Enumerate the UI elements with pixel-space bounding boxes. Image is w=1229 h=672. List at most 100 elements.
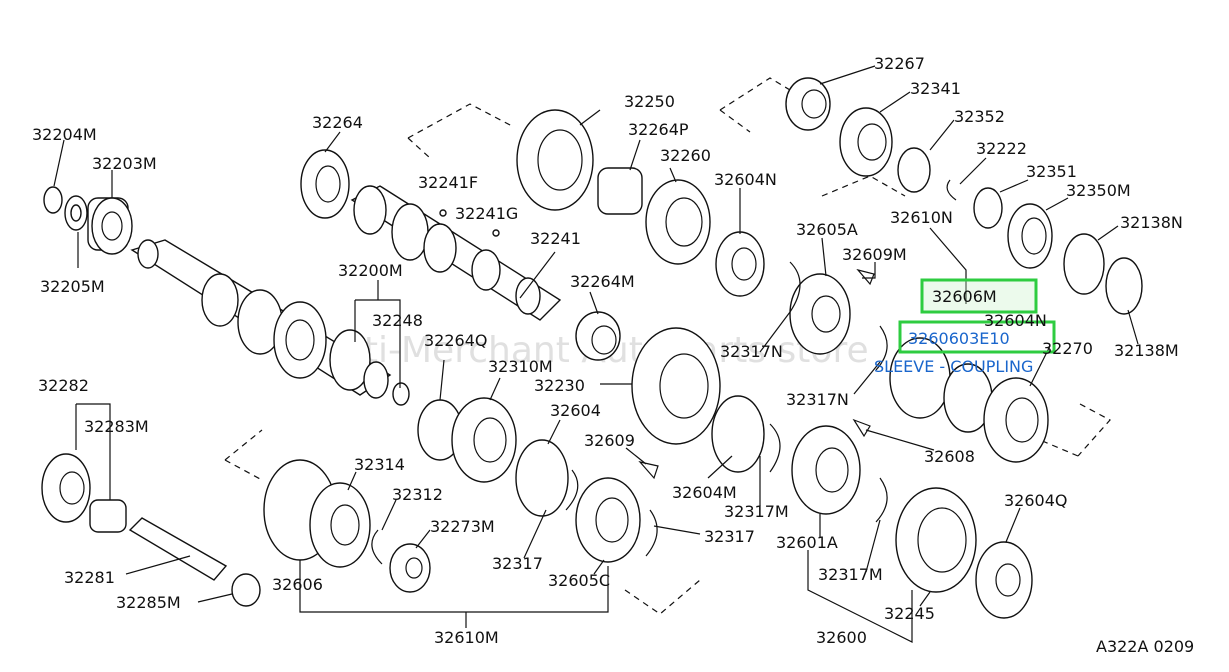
part-label[interactable]: 32241F bbox=[418, 173, 478, 192]
highlighted-part-label[interactable]: 32606M bbox=[932, 287, 997, 306]
part-label[interactable]: 32317N bbox=[786, 390, 849, 409]
needle-bearing-part bbox=[575, 311, 621, 361]
part-label[interactable]: 32250 bbox=[624, 92, 675, 111]
pin-part bbox=[492, 229, 500, 237]
part-label[interactable]: 32610N bbox=[890, 208, 953, 227]
bearing-32350M bbox=[1007, 203, 1053, 269]
bearing-inner bbox=[405, 557, 423, 579]
part-label[interactable]: 32314 bbox=[354, 455, 405, 474]
gear-32260 bbox=[645, 179, 711, 265]
part-label[interactable]: 32260 bbox=[660, 146, 711, 165]
part-label[interactable]: 32222 bbox=[976, 139, 1027, 158]
part-label[interactable]: 32610M bbox=[434, 628, 499, 647]
part-label[interactable]: 32245 bbox=[884, 604, 935, 623]
part-label[interactable]: 32601A bbox=[776, 533, 838, 552]
part-label[interactable]: 32241 bbox=[530, 229, 581, 248]
part-label[interactable]: 32285M bbox=[116, 593, 181, 612]
part-label[interactable]: 32264 bbox=[312, 113, 363, 132]
leader-line bbox=[865, 429, 935, 451]
part-label[interactable]: 32281 bbox=[64, 568, 115, 587]
selected-part-description-link[interactable]: SLEEVE - COUPLING bbox=[874, 357, 1033, 376]
insert-32609 bbox=[638, 461, 659, 480]
leader-line bbox=[821, 237, 827, 277]
gear-32314 bbox=[309, 482, 371, 568]
part-label[interactable]: 32317 bbox=[492, 554, 543, 573]
part-label[interactable]: 32604M bbox=[672, 483, 737, 502]
bearing-32267 bbox=[785, 77, 831, 131]
part-label[interactable]: 32241G bbox=[455, 204, 518, 223]
part-label[interactable]: 32352 bbox=[954, 107, 1005, 126]
gear-32310M bbox=[451, 397, 517, 483]
bearing-inner bbox=[315, 165, 341, 203]
leader-line bbox=[929, 227, 967, 304]
washer-32285M bbox=[231, 573, 261, 607]
part-label[interactable]: 32282 bbox=[38, 376, 89, 395]
part-label[interactable]: 32264P bbox=[628, 120, 689, 139]
part-label[interactable]: 32606 bbox=[272, 575, 323, 594]
part-label[interactable]: 32200M bbox=[338, 261, 403, 280]
part-label[interactable]: 32317 bbox=[704, 527, 755, 546]
shim-32138N bbox=[1063, 233, 1105, 295]
gear-inner bbox=[59, 471, 85, 505]
part-label[interactable]: 32351 bbox=[1026, 162, 1077, 181]
part-label[interactable]: 32608 bbox=[924, 447, 975, 466]
part-label[interactable]: 32204M bbox=[32, 125, 97, 144]
needle-bearing-inner bbox=[591, 325, 617, 355]
leader-line bbox=[415, 529, 431, 549]
part-label[interactable]: 32609M bbox=[842, 245, 907, 264]
part-label[interactable]: 32273M bbox=[430, 517, 495, 536]
sleeve-32604 bbox=[515, 439, 569, 517]
part-label[interactable]: 32138N bbox=[1120, 213, 1183, 232]
part-label[interactable]: 32267 bbox=[874, 54, 925, 73]
part-label[interactable]: 32350M bbox=[1066, 181, 1131, 200]
gear-inner bbox=[857, 123, 887, 161]
part-label[interactable]: 32264Q bbox=[424, 331, 488, 350]
part-label[interactable]: 32317M bbox=[818, 565, 883, 584]
insert-32608 bbox=[852, 418, 871, 438]
part-label[interactable]: 32283M bbox=[84, 417, 149, 436]
leader-line bbox=[625, 447, 647, 465]
part-label[interactable]: 32605C bbox=[548, 571, 610, 590]
highlight-box-32606M[interactable] bbox=[920, 278, 1038, 314]
part-label[interactable]: 32605A bbox=[796, 220, 858, 239]
part-label[interactable]: 32270 bbox=[1042, 339, 1093, 358]
part-label[interactable]: 32310M bbox=[488, 357, 553, 376]
part-label[interactable]: 32341 bbox=[910, 79, 961, 98]
selected-part-code-link[interactable]: 3260603E10 bbox=[908, 329, 1010, 348]
part-label[interactable]: 32264M bbox=[570, 272, 635, 291]
part-label[interactable]: 32312 bbox=[392, 485, 443, 504]
dash-frame bbox=[224, 459, 263, 481]
spring-32317N bbox=[875, 325, 888, 371]
dash-frame bbox=[224, 429, 263, 461]
part-label[interactable]: 32230 bbox=[534, 376, 585, 395]
bushing-32283M bbox=[89, 499, 127, 533]
part-label[interactable]: 32609 bbox=[584, 431, 635, 450]
part-label[interactable]: 32205M bbox=[40, 277, 105, 296]
leader-line bbox=[1097, 225, 1119, 241]
part-label[interactable]: 32317M bbox=[724, 502, 789, 521]
leader-line bbox=[629, 139, 641, 171]
hub-32604Q bbox=[975, 541, 1033, 619]
leader-line bbox=[862, 262, 876, 279]
part-label[interactable]: 32604N bbox=[984, 311, 1047, 330]
part-label[interactable]: 32604 bbox=[550, 401, 601, 420]
leader-line bbox=[919, 591, 931, 607]
part-label[interactable]: 32604N bbox=[714, 170, 777, 189]
spring-32317N bbox=[789, 261, 801, 313]
part-label[interactable]: 32203M bbox=[92, 154, 157, 173]
part-label[interactable]: 32604Q bbox=[1004, 491, 1068, 510]
part-label[interactable]: 32600 bbox=[816, 628, 867, 647]
part-label[interactable]: 32138M bbox=[1114, 341, 1179, 360]
part-label[interactable]: 32248 bbox=[372, 311, 423, 330]
needle-bearing-part bbox=[597, 167, 643, 215]
leader-line bbox=[439, 359, 445, 401]
part-label[interactable]: 32317N bbox=[720, 342, 783, 361]
leader-line bbox=[929, 119, 955, 151]
counter-gear bbox=[391, 203, 429, 261]
shaft-end bbox=[363, 361, 389, 399]
dash-frame bbox=[624, 579, 701, 615]
leader-line bbox=[53, 139, 65, 187]
shaft-32281 bbox=[128, 517, 228, 581]
shim-32138M bbox=[1105, 257, 1143, 315]
highlight-box-selected[interactable] bbox=[898, 320, 1056, 354]
